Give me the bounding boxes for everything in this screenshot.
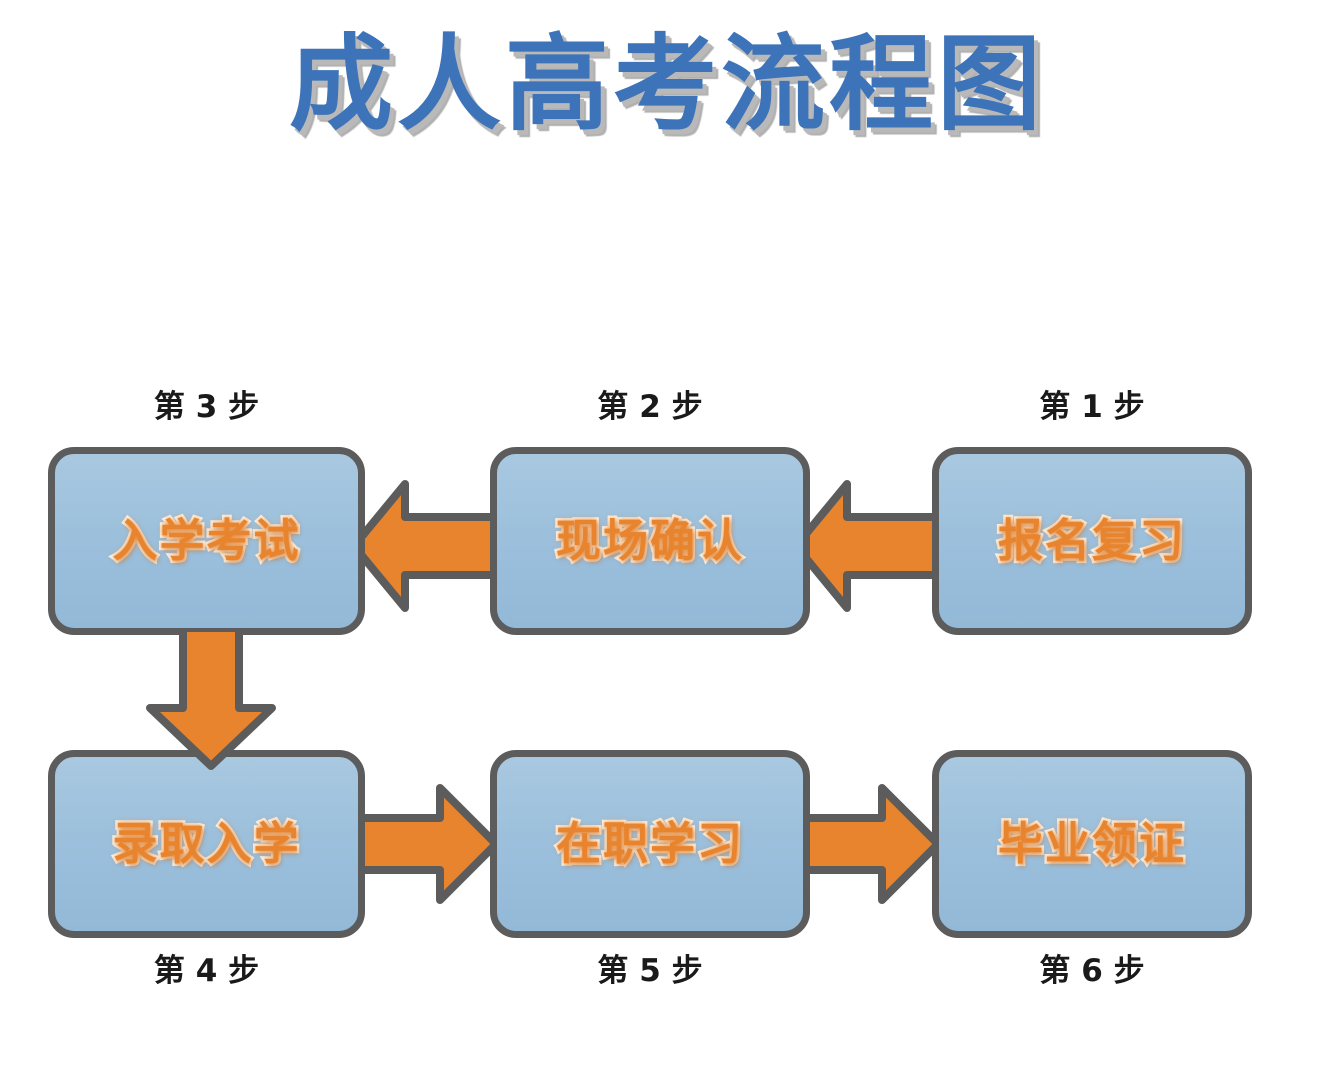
node-step1-register-and-review[interactable]: 报名复习 [932, 447, 1252, 635]
node-step3-entrance-exam[interactable]: 入学考试 [48, 447, 365, 635]
page-title: 成人高考流程图 [286, 20, 1045, 148]
node-label-step3: 入学考试 [110, 512, 301, 569]
step-caption-2: 第 2 步 [597, 389, 703, 425]
step-caption-1: 第 1 步 [1039, 389, 1145, 425]
node-step5-in-service-study[interactable]: 在职学习 [490, 750, 810, 938]
arrow-step2-to-step3 [348, 470, 498, 622]
step-caption-5: 第 5 步 [597, 953, 703, 989]
node-step6-graduation-certificate[interactable]: 毕业领证 [932, 750, 1252, 938]
node-label-step1: 报名复习 [995, 512, 1186, 569]
node-label-step4: 录取入学 [110, 815, 301, 872]
node-label-step5: 在职学习 [553, 815, 744, 872]
step-caption-6: 第 6 步 [1039, 953, 1145, 989]
node-label-step2: 现场确认 [553, 512, 744, 569]
node-step2-onsite-confirmation[interactable]: 现场确认 [490, 447, 810, 635]
arrow-step1-to-step2 [790, 470, 940, 622]
node-label-step6: 毕业领证 [995, 815, 1186, 872]
step-caption-3: 第 3 步 [153, 389, 260, 425]
arrow-step5-to-step6 [794, 778, 944, 910]
arrow-step4-to-step5 [352, 778, 502, 910]
node-step4-admission-enrollment[interactable]: 录取入学 [48, 750, 365, 938]
arrow-step3-to-step4 [135, 628, 287, 770]
step-caption-4: 第 4 步 [153, 953, 260, 989]
